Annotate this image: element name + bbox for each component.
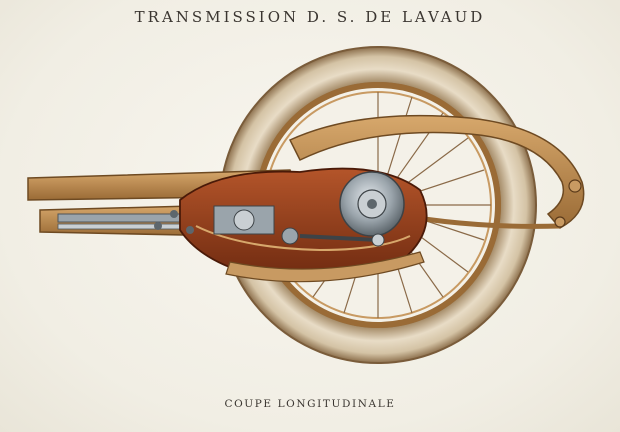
wheel-hub — [339, 171, 405, 237]
plate-caption: COUPE LONGITUDINALE — [224, 398, 396, 410]
gear-cluster — [154, 205, 385, 247]
plate-title: TRANSMISSION D. S. DE LAVAUD — [134, 8, 486, 26]
lower-segment — [225, 251, 425, 283]
